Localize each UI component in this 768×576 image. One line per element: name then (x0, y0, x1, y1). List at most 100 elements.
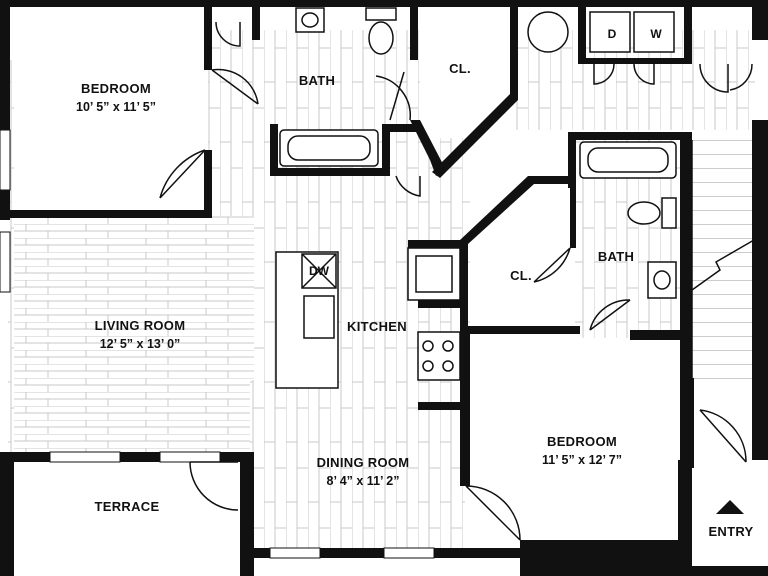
stair-break-line (691, 239, 755, 291)
wall (520, 566, 768, 576)
stair-break (691, 140, 755, 380)
dishwasher-diag (301, 253, 337, 289)
toilet-1-tank (365, 7, 397, 21)
wall (0, 0, 768, 7)
wall (0, 0, 10, 220)
wall (382, 124, 390, 176)
wall (270, 168, 390, 176)
wall (684, 0, 692, 64)
room-name-dining: DINING ROOM (317, 455, 410, 470)
wall (680, 378, 694, 468)
range (417, 331, 461, 381)
room-name-kitchen: KITCHEN (347, 319, 407, 334)
bathtub-2-inner (587, 147, 669, 173)
door-bedroom2 (465, 485, 521, 541)
window (0, 231, 11, 293)
entry-arrow-icon (716, 500, 744, 514)
door-bath1 (375, 71, 411, 121)
wall (680, 132, 692, 382)
window (0, 129, 11, 191)
dryer (589, 11, 631, 53)
wall (460, 330, 470, 486)
room-name-living: LIVING ROOM (95, 318, 186, 333)
wall (0, 452, 254, 462)
room-name-terrace: TERRACE (95, 499, 160, 514)
room-dim-bedroom-2: 11’ 5” x 12’ 7” (542, 453, 622, 467)
room-name-bedroom-1: BEDROOM (81, 81, 151, 96)
wall (568, 132, 692, 140)
burner (422, 340, 434, 352)
wall (384, 124, 420, 132)
burner (442, 360, 454, 372)
room-name-bath-2: BATH (598, 249, 634, 264)
room-name-closet-1: CL. (449, 61, 471, 76)
wall (204, 0, 212, 70)
wall (418, 402, 462, 410)
appliance-washer-label: W (650, 27, 662, 41)
wall (568, 132, 576, 188)
wall (570, 184, 576, 248)
wall (252, 0, 260, 40)
appliance-dryer-label: D (608, 27, 617, 41)
door-closet2 (533, 247, 571, 283)
island-sink (303, 295, 335, 339)
door-terrace (189, 461, 239, 511)
sink-2-bowl (653, 270, 671, 290)
fridge-inner (415, 255, 453, 293)
room-dim-living: 12’ 5” x 13’ 0” (100, 337, 181, 351)
door-hall-right (395, 175, 421, 197)
wall (0, 454, 14, 576)
wall (752, 120, 768, 460)
wall (678, 460, 692, 576)
room-name-closet-2: CL. (510, 268, 532, 283)
appliance-dishwasher-label: DW (309, 264, 330, 278)
wall (240, 452, 254, 576)
washer (633, 11, 675, 53)
burner (422, 360, 434, 372)
door-entry (699, 409, 747, 463)
doors (159, 21, 753, 541)
wall (204, 150, 212, 218)
window (269, 547, 321, 559)
wall (418, 300, 462, 308)
wall (0, 210, 212, 218)
floor-bedroom1 (14, 14, 208, 214)
entry-label: ENTRY (708, 524, 753, 539)
floor-bedroom2 (468, 338, 686, 562)
door-laundry-left (593, 63, 655, 85)
labels: BEDROOM 10’ 5” x 11’ 5” BATH CL. LIVING … (76, 27, 753, 539)
window (383, 547, 435, 559)
floor-stairs (692, 140, 754, 380)
sink-1 (295, 7, 325, 33)
floor-terrace (14, 462, 242, 550)
wall (410, 0, 418, 60)
fixtures (275, 7, 677, 389)
bathtub-1-inner (287, 135, 371, 161)
wall (752, 0, 768, 40)
room-name-bath-1: BATH (299, 73, 335, 88)
wall (432, 0, 518, 178)
room-dim-dining: 8’ 4” x 11’ 2” (327, 474, 400, 488)
burner (442, 340, 454, 352)
door-bedroom1-closet (211, 68, 259, 105)
windows (0, 129, 435, 559)
door-hall-closet (699, 63, 753, 93)
door-bath1-sink (215, 21, 241, 47)
floor-living (14, 216, 254, 454)
wall (460, 176, 576, 330)
window (49, 451, 121, 463)
toilet-2-bowl (627, 201, 661, 225)
water-heater (527, 11, 569, 53)
door-bath2 (589, 299, 631, 331)
wall (460, 326, 580, 334)
wall (270, 124, 278, 176)
wall (630, 330, 688, 340)
window (159, 451, 221, 463)
toilet-1-bowl (368, 21, 394, 55)
wall (410, 120, 446, 176)
toilet-2-tank (661, 197, 677, 229)
room-dim-bedroom-1: 10’ 5” x 11’ 5” (76, 100, 156, 114)
room-name-bedroom-2: BEDROOM (547, 434, 617, 449)
sink-1-bowl (301, 12, 319, 28)
